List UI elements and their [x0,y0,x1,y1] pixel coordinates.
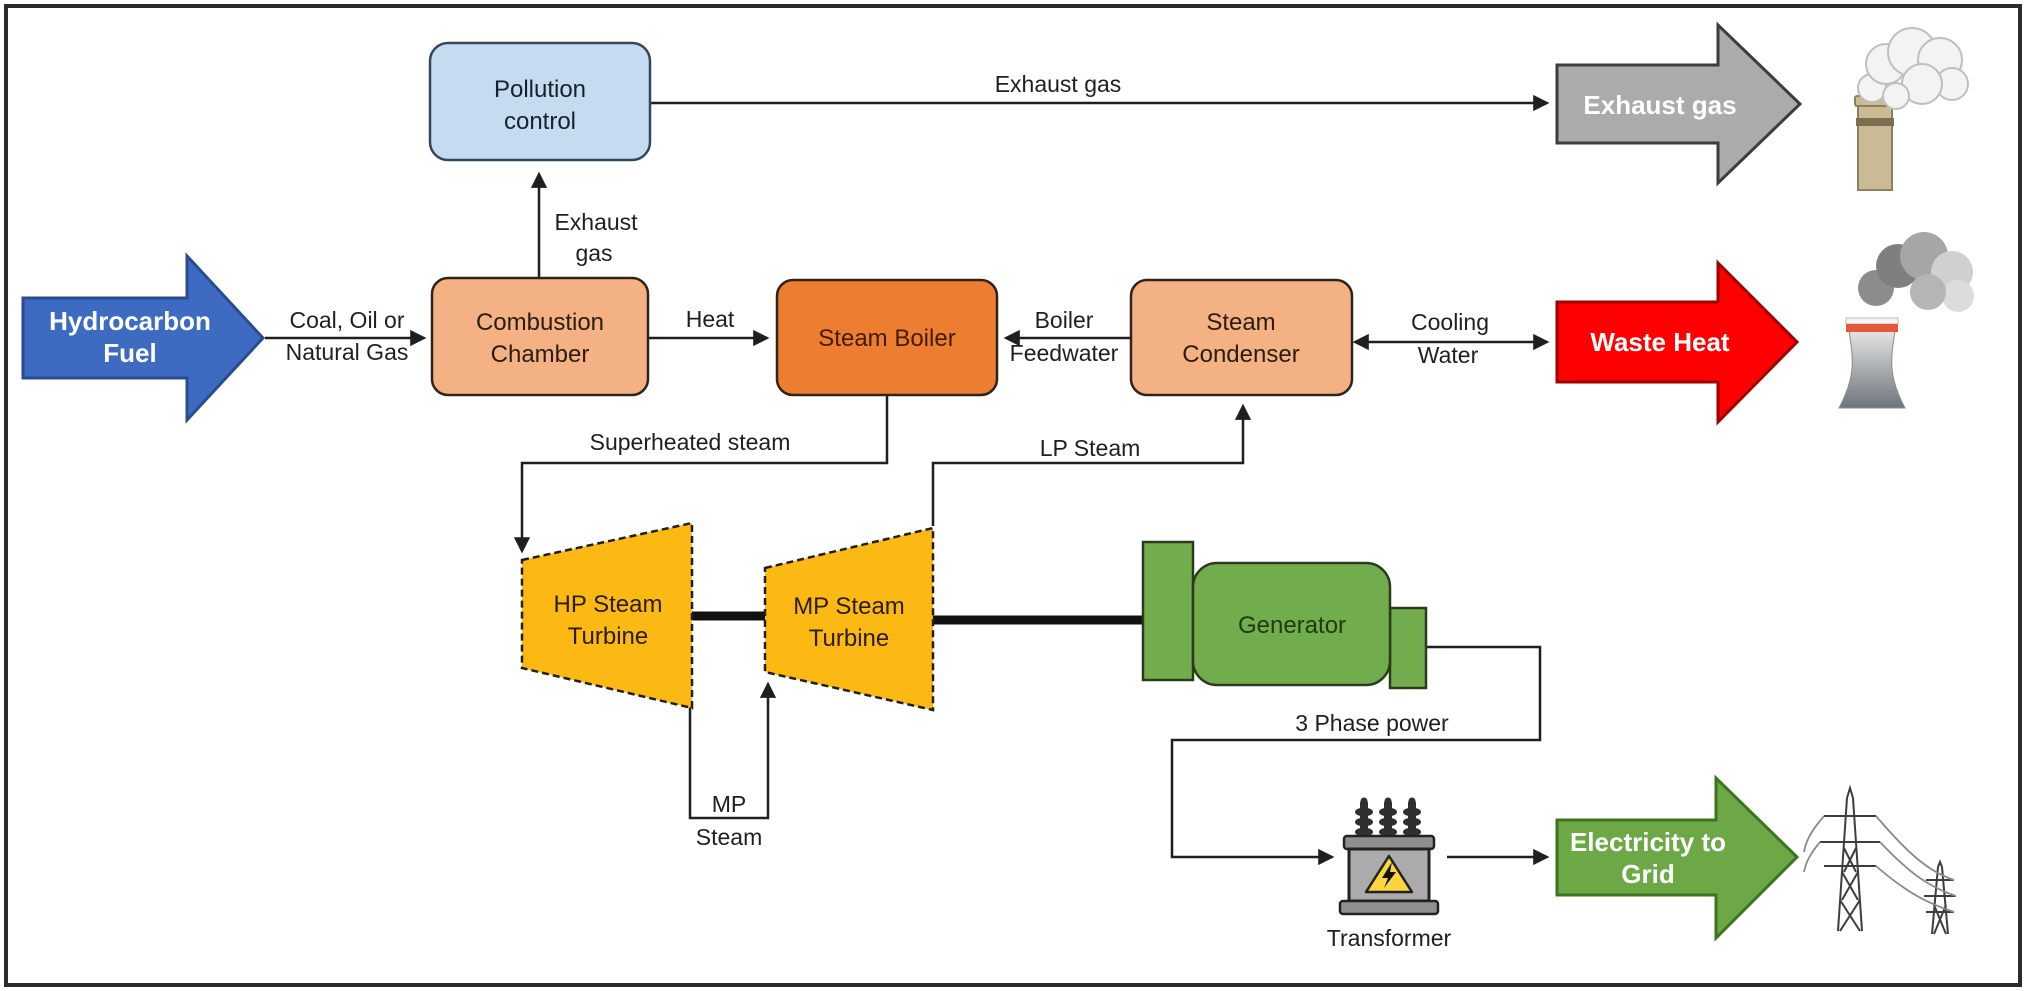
hydrocarbon-fuel-label: Hydrocarbon [49,306,211,336]
hydrocarbon-fuel-label: Fuel [103,338,156,368]
exhaust-gas-out-label: Exhaust gas [1583,90,1736,120]
generator-shape: Generator [1141,540,1428,690]
cooling-water-label: Water [1418,342,1479,368]
superheated-steam-label: Superheated steam [590,429,791,455]
steam-condenser-box [1129,278,1354,397]
transformer-label: Transformer [1327,925,1452,951]
feedwater-label: Feedwater [1010,340,1119,366]
mp-steam-line [688,681,777,820]
steam-condenser-label: Steam [1206,309,1275,336]
cooling-tower-icon [1838,232,1974,409]
hydrocarbon-fuel-arrow [21,252,266,424]
superheated-steam-line [513,395,889,554]
hp-steam-turbine-label: Turbine [568,623,648,650]
transformer-icon [1338,797,1440,916]
combustion-chamber-label: Combustion [476,309,604,336]
connectors [265,94,1550,866]
generator-body [1191,561,1392,687]
cooling-water-label: Cooling [1411,309,1489,335]
steam-boiler-label: Steam Boiler [818,325,955,352]
mp-steam-label: MP [712,791,747,817]
lightning-bolt-icon [1382,862,1396,888]
electricity-to-grid-arrow [1555,774,1800,942]
generator-end-block [1141,540,1195,682]
flow-labels: Coal, Oil or Natural Gas Exhaust gas Exh… [286,71,1489,951]
generator-terminal-block [1388,606,1428,690]
heat-label: Heat [686,306,735,332]
mp-steam-label: Steam [696,824,762,850]
hp-steam-turbine-label: HP Steam [554,591,663,618]
combustion-chamber-box [430,276,650,397]
mp-steam-turbine-label: Turbine [809,625,889,652]
three-phase-wire [1170,645,1542,866]
transmission-towers-icon [1803,784,1957,935]
exhaust-up-label: Exhaust [554,209,638,235]
pollution-control-label: Pollution [494,76,586,103]
fuel-feed-label: Coal, Oil or [289,307,404,333]
generator-label: Generator [1238,612,1346,639]
mp-steam-turbine-shape [763,526,935,712]
electricity-to-grid-label: Grid [1621,859,1674,889]
steam-boiler-box [775,278,999,397]
exhaust-up-label: gas [575,240,612,266]
waste-heat-arrow [1555,259,1800,426]
steam-condenser-label: Condenser [1182,341,1299,368]
fuel-feed-label: Natural Gas [286,339,409,365]
mp-steam-turbine-label: MP Steam [793,593,905,620]
electricity-to-grid-label: Electricity to [1570,827,1726,857]
exhaust-line-label: Exhaust gas [995,71,1122,97]
hp-steam-turbine-shape [520,521,694,710]
three-phase-label: 3 Phase power [1295,710,1449,736]
lp-steam-label: LP Steam [1040,435,1141,461]
exhaust-gas-out-arrow [1555,21,1803,187]
smokestack-icon [1854,27,1969,191]
combustion-chamber-label: Chamber [491,341,590,368]
feedwater-label: Boiler [1035,307,1094,333]
waste-heat-label: Waste Heat [1590,327,1730,357]
pollution-control-box [428,41,652,162]
lp-steam-line [931,403,1252,526]
pollution-control-label: control [504,108,576,135]
